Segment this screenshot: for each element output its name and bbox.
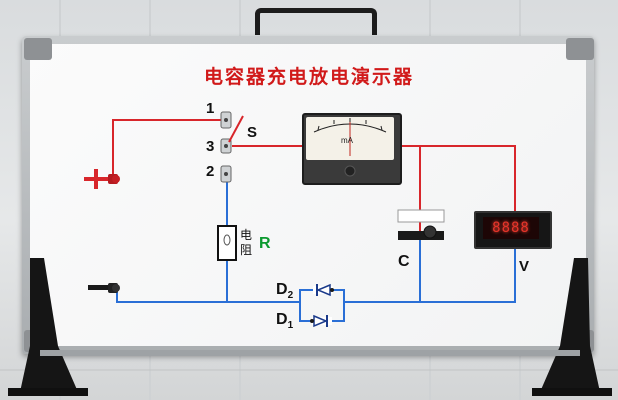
frame-corner-tl xyxy=(24,38,52,60)
wire-red-meter-to-voltmeter xyxy=(395,145,516,212)
ammeter-unit: mA xyxy=(341,136,353,145)
wire-blue-right xyxy=(344,245,516,303)
voltmeter-display: 8888 xyxy=(483,217,539,239)
wire-red-top xyxy=(112,119,222,178)
switch-position-1: 1 xyxy=(206,100,215,117)
switch-position-2: 2 xyxy=(206,163,215,180)
switch-label-s: S xyxy=(247,124,258,141)
board-surface xyxy=(30,44,586,346)
frame-corner-tr xyxy=(566,38,594,60)
diode-d1-label: D1 xyxy=(276,311,294,332)
switch-position-3: 3 xyxy=(206,138,215,155)
resistor-label-r: R xyxy=(259,235,271,252)
board-title: 电容器充电放电演示器 xyxy=(203,66,414,88)
carry-handle xyxy=(255,8,377,35)
wire-blue-bottom xyxy=(116,292,300,303)
voltmeter-label-v: V xyxy=(519,258,530,275)
resistor-text-2: 阻 xyxy=(240,243,253,257)
capacitor-label-c: C xyxy=(398,253,410,270)
diode-d2-label: D2 xyxy=(276,281,294,302)
resistor-text-1: 电 xyxy=(240,228,253,242)
